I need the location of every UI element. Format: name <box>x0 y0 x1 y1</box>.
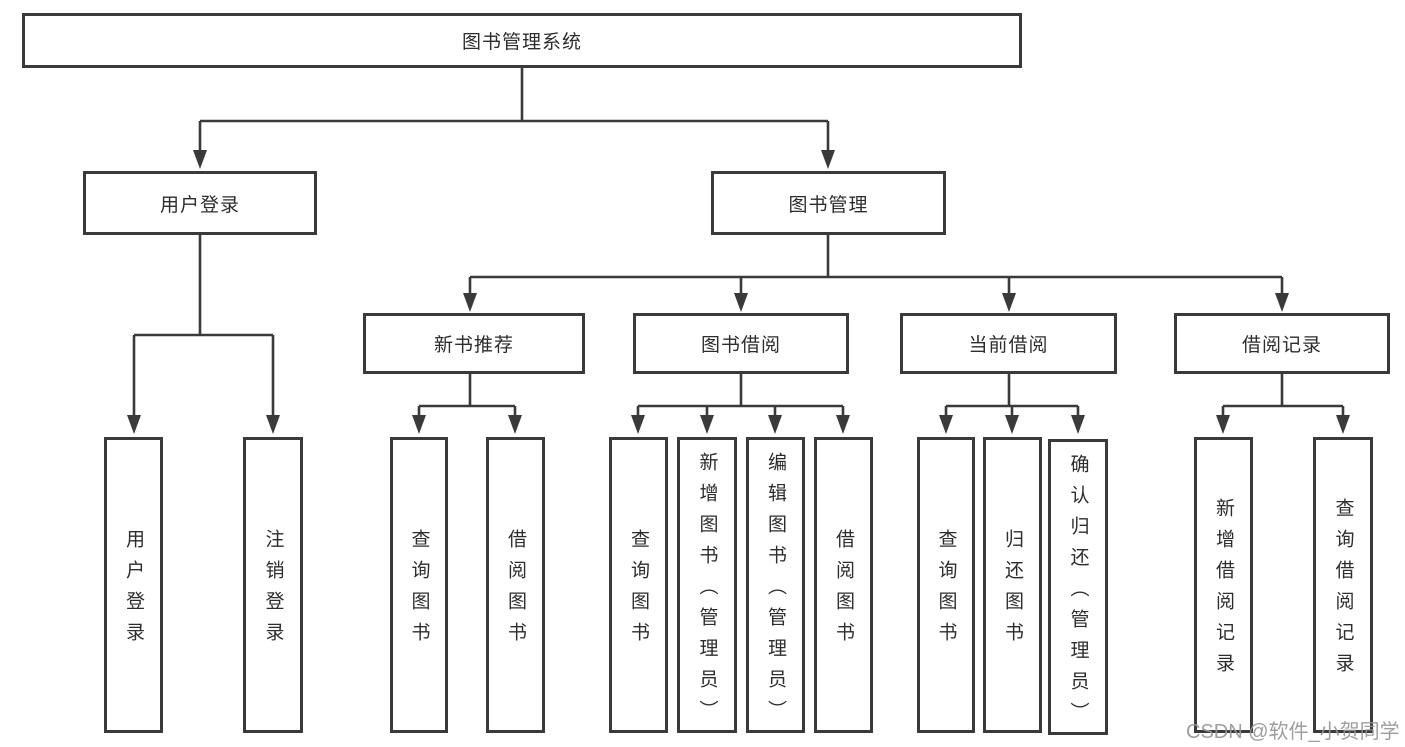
node-label: 查询图书 <box>408 529 430 653</box>
connector-root-to-level2 <box>193 68 835 169</box>
connector-borrow-record-children <box>1216 374 1350 434</box>
node-label: 查询图书 <box>935 529 957 653</box>
node-query-books-1: 查询图书 <box>390 437 448 733</box>
node-label: 查询图书 <box>628 529 649 653</box>
node-library-management-system: 图书管理系统 <box>22 13 1022 68</box>
node-label: 注销登录 <box>262 529 284 653</box>
node-label: 编辑图书（管理员） <box>765 452 786 731</box>
node-label: 确认归还（管理员） <box>1067 454 1089 733</box>
node-borrow-books-1: 借阅图书 <box>486 437 545 733</box>
node-add-borrow-record: 新增借阅记录 <box>1194 437 1253 733</box>
node-user-login-leaf: 用户登录 <box>104 437 163 733</box>
node-borrow-books-2: 借阅图书 <box>814 437 873 733</box>
node-label: 借阅图书 <box>833 529 854 653</box>
connector-current-borrow-children <box>939 374 1085 434</box>
node-new-book-recommend: 新书推荐 <box>363 313 585 374</box>
node-label: 归还图书 <box>1002 529 1023 653</box>
connector-book-management-children <box>463 235 1289 312</box>
connector-new-book-children <box>412 374 522 434</box>
node-confirm-return-admin: 确认归还（管理员） <box>1048 439 1108 735</box>
node-edit-books-admin: 编辑图书（管理员） <box>746 437 805 733</box>
node-return-books: 归还图书 <box>983 437 1042 733</box>
csdn-watermark: CSDN @软件_小贺同学 <box>1186 721 1400 743</box>
node-label: 用户登录 <box>123 529 144 653</box>
node-user-login: 用户登录 <box>83 171 317 235</box>
node-book-borrow: 图书借阅 <box>633 313 849 374</box>
connector-user-login-children <box>127 235 280 434</box>
node-book-management: 图书管理 <box>711 171 946 235</box>
node-label: 新增图书（管理员） <box>696 452 718 731</box>
node-query-borrow-record: 查询借阅记录 <box>1313 437 1373 733</box>
connector-book-borrow-children <box>631 374 850 434</box>
node-label: 新增借阅记录 <box>1213 498 1234 684</box>
node-current-borrow: 当前借阅 <box>900 313 1117 374</box>
node-query-books-3: 查询图书 <box>917 437 975 733</box>
node-label: 借阅图书 <box>505 529 526 653</box>
node-add-books-admin: 新增图书（管理员） <box>677 437 737 733</box>
node-logout-leaf: 注销登录 <box>243 437 303 733</box>
node-borrow-records: 借阅记录 <box>1174 313 1390 374</box>
node-label: 查询借阅记录 <box>1332 498 1354 684</box>
node-query-books-2: 查询图书 <box>609 437 668 733</box>
